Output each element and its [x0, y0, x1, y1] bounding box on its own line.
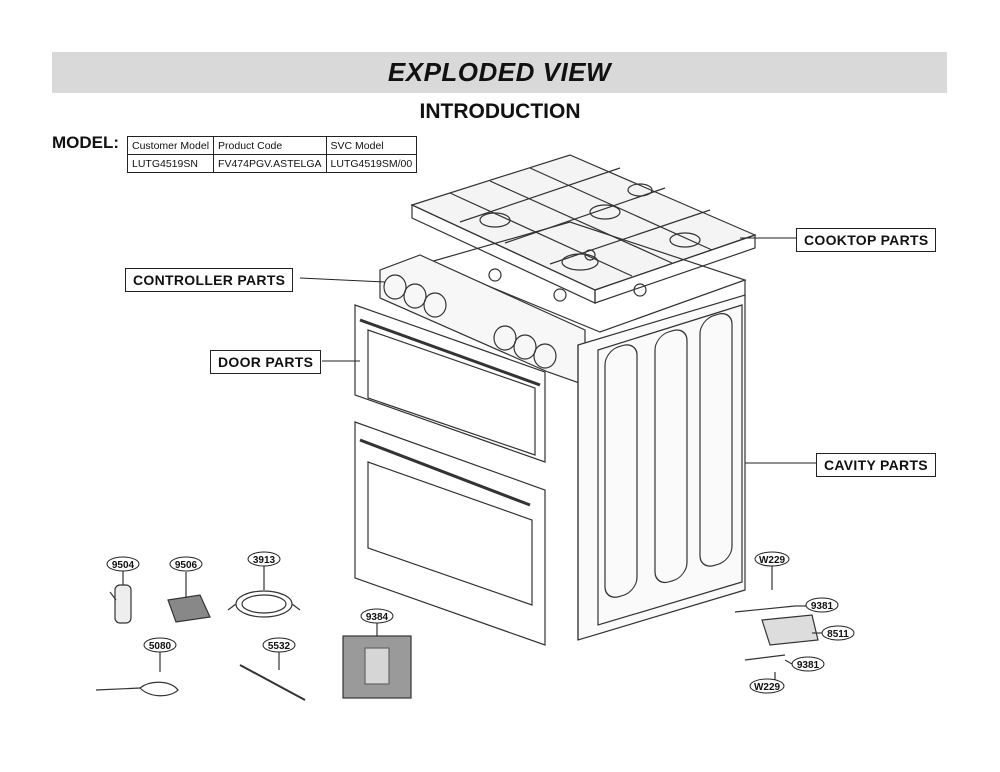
cooktop-grates — [410, 154, 757, 304]
callout-door-parts[interactable]: DOOR PARTS — [210, 350, 322, 374]
bubble-w229-top-text: W229 — [759, 555, 786, 566]
callout-cavity-parts[interactable]: CAVITY PARTS — [816, 453, 936, 477]
accessory-5532-rod — [239, 652, 306, 701]
bubble-9504: 9504 — [106, 556, 140, 572]
bubble-8511-text: 8511 — [827, 629, 849, 640]
bubble-9384: 9384 — [360, 608, 394, 624]
bubble-9506: 9506 — [169, 556, 203, 572]
cavity-side-panel — [577, 294, 746, 641]
bubble-5532-text: 5532 — [268, 641, 291, 652]
model-table-value-row: LUTG4519SN FV474PGV.ASTELGA LUTG4519SM/0… — [126, 154, 418, 173]
hinge-assembly — [734, 566, 822, 680]
model-val-svc: LUTG4519SM/00 — [325, 154, 418, 173]
bubble-9506-text: 9506 — [175, 560, 198, 571]
bubble-9381-top: 9381 — [805, 597, 839, 613]
accessory-9504-spray-bottle — [109, 570, 132, 624]
page-title: EXPLODED VIEW — [387, 57, 612, 87]
bubble-5080: 5080 — [143, 637, 177, 653]
control-knobs — [383, 274, 557, 369]
lower-door — [354, 421, 546, 646]
bubble-9381-bottom: 9381 — [791, 656, 825, 672]
bubble-9381-top-text: 9381 — [811, 601, 834, 612]
bubble-3913: 3913 — [247, 551, 281, 567]
header-banner: EXPLODED VIEW — [52, 52, 947, 93]
model-label: MODEL: — [52, 133, 120, 152]
cooktop-frame — [428, 221, 747, 333]
bubble-w229-top: W229 — [754, 551, 790, 567]
bubble-w229-bottom-text: W229 — [754, 682, 781, 693]
bubble-5532: 5532 — [262, 637, 296, 653]
bubble-5080-text: 5080 — [149, 641, 172, 652]
model-val-product: FV474PGV.ASTELGA — [213, 154, 327, 173]
model-table-header-row: Customer Model Product Code SVC Model — [126, 136, 418, 155]
bubble-w229-bottom: W229 — [749, 678, 785, 694]
callout-controller-parts[interactable]: CONTROLLER PARTS — [125, 268, 294, 292]
bubble-9504-text: 9504 — [112, 560, 135, 571]
accessory-9384-label — [342, 622, 412, 699]
bubble-9381-bottom-text: 9381 — [797, 660, 820, 671]
model-val-customer: LUTG4519SN — [126, 154, 215, 173]
model-table: Customer Model Product Code SVC Model LU… — [126, 136, 418, 173]
callout-cooktop-parts[interactable]: COOKTOP PARTS — [796, 228, 937, 252]
bubble-3913-text: 3913 — [253, 555, 276, 566]
accessory-3913-wok-ring — [227, 566, 301, 618]
bubble-8511: 8511 — [821, 625, 855, 641]
callout-leaders — [299, 237, 816, 464]
accessory-9506-pad — [167, 572, 211, 623]
page-subtitle: INTRODUCTION — [419, 100, 581, 123]
upper-door — [354, 304, 546, 463]
bubble-9384-text: 9384 — [366, 612, 389, 623]
part-number-bubbles: 9504 9506 3913 5080 5532 9384 W229 9381 … — [106, 551, 855, 694]
accessory-5080-probe — [95, 652, 179, 697]
model-col-svc: SVC Model — [325, 136, 418, 155]
